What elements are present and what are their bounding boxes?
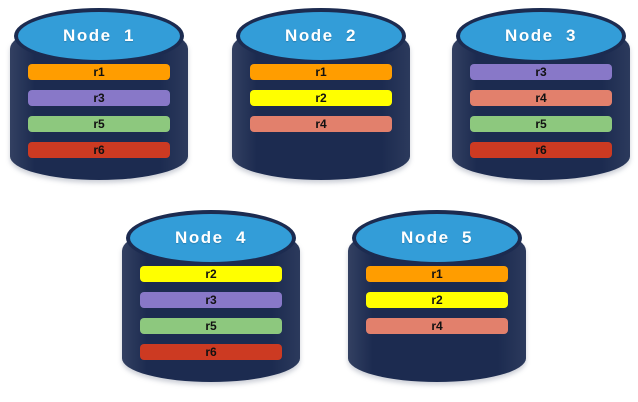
record-bar-r3: r3 (140, 292, 282, 308)
record-list: r1 r2 r4 (366, 266, 508, 334)
record-bar-r2: r2 (140, 266, 282, 282)
record-bar-r3: r3 (470, 64, 612, 80)
record-bar-r2: r2 (250, 90, 392, 106)
database-node-3[interactable]: Node 3 r3 r4 r5 r6 (452, 8, 630, 190)
cylinder-top-disc (126, 210, 296, 266)
record-bar-r1: r1 (28, 64, 170, 80)
record-list: r1 r3 r5 r6 (28, 64, 170, 158)
node-title: Node 3 (505, 26, 577, 45)
record-bar-r5: r5 (28, 116, 170, 132)
record-bar-r1: r1 (366, 266, 508, 282)
record-bar-r1: r1 (250, 64, 392, 80)
cylinder-top-disc (352, 210, 522, 266)
record-list: r3 r4 r5 r6 (470, 64, 612, 158)
record-bar-r4: r4 (470, 90, 612, 106)
record-list: r1 r2 r4 (250, 64, 392, 132)
record-bar-r4: r4 (366, 318, 508, 334)
database-node-5[interactable]: Node 5 r1 r2 r4 (348, 210, 526, 392)
cylinder-top-disc (236, 8, 406, 64)
record-bar-r5: r5 (140, 318, 282, 334)
record-list: r2 r3 r5 r6 (140, 266, 282, 360)
record-bar-r6: r6 (470, 142, 612, 158)
cylinder-top-disc (456, 8, 626, 64)
database-node-4[interactable]: Node 4 r2 r3 r5 r6 (122, 210, 300, 392)
cylinder-top-disc (14, 8, 184, 64)
record-bar-r6: r6 (140, 344, 282, 360)
record-bar-r4: r4 (250, 116, 392, 132)
database-node-2[interactable]: Node 2 r1 r2 r4 (232, 8, 410, 190)
record-bar-r6: r6 (28, 142, 170, 158)
node-title: Node 5 (401, 228, 473, 247)
record-bar-r2: r2 (366, 292, 508, 308)
node-title: Node 1 (63, 26, 135, 45)
record-bar-r5: r5 (470, 116, 612, 132)
record-bar-r3: r3 (28, 90, 170, 106)
database-node-1[interactable]: Node 1 r1 r3 r5 r6 (10, 8, 188, 190)
node-title: Node 2 (285, 26, 357, 45)
node-title: Node 4 (175, 228, 247, 247)
